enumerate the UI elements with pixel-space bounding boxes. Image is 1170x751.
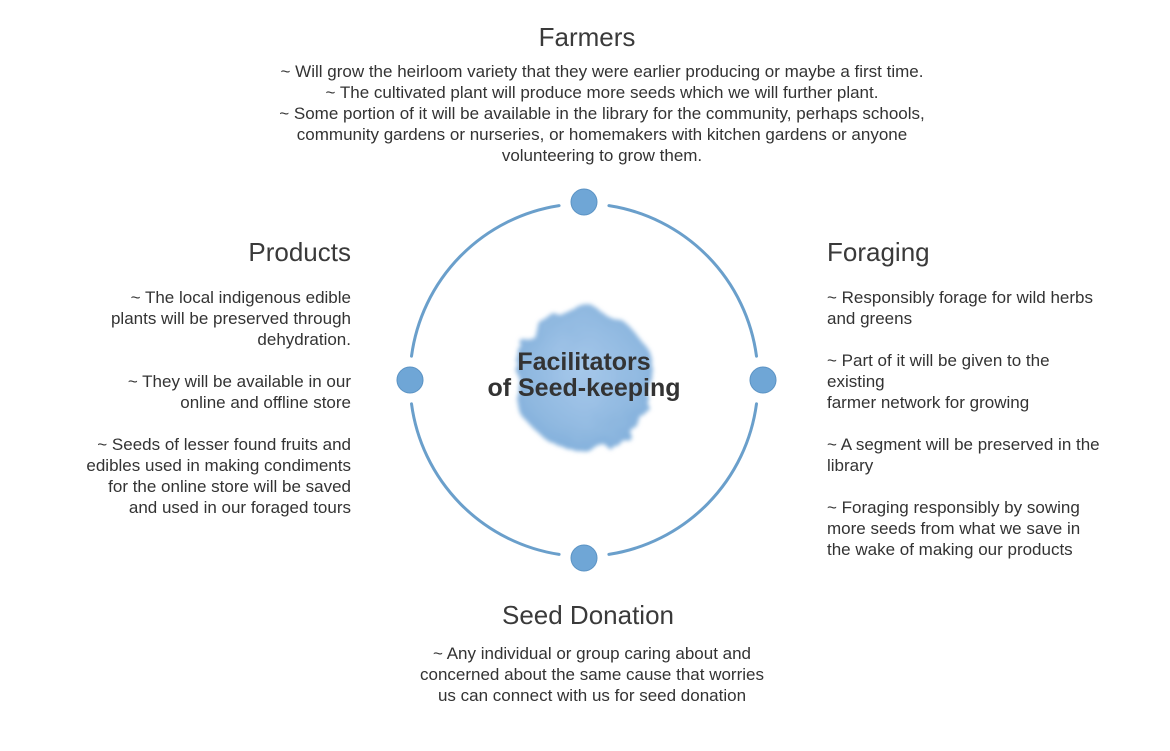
products-line: plants will be preserved through bbox=[110, 309, 351, 328]
ring-arc-top-right bbox=[607, 204, 758, 358]
foraging-paragraph: ~ Foraging responsibly by sowing more se… bbox=[827, 497, 1100, 560]
center-label: Facilitators of Seed-keeping bbox=[464, 349, 704, 401]
foraging-line: existing bbox=[827, 372, 885, 391]
farmers-description: ~ Will grow the heirloom variety that th… bbox=[0, 61, 1170, 166]
products-line: ~ They will be available in our bbox=[127, 372, 351, 391]
seed-donation-line: us can connect with us for seed donation bbox=[437, 686, 747, 705]
foraging-line: and greens bbox=[827, 309, 913, 328]
products-line: for the online store will be saved bbox=[108, 477, 351, 496]
ring-arc-bottom-right bbox=[607, 402, 758, 556]
foraging-paragraph: ~ A segment will be preserved in the lib… bbox=[827, 434, 1100, 476]
farmers-line: ~ The cultivated plant will produce more… bbox=[325, 83, 879, 102]
foraging-line: library bbox=[827, 456, 874, 475]
products-paragraph: ~ They will be available in our online a… bbox=[86, 371, 351, 413]
farmers-line: ~ Will grow the heirloom variety that th… bbox=[280, 62, 924, 81]
farmers-line: ~ Some portion of it will be available i… bbox=[279, 104, 925, 123]
cycle-ring bbox=[410, 204, 758, 556]
foraging-paragraph: ~ Responsibly forage for wild herbs and … bbox=[827, 287, 1100, 329]
products-line: dehydration. bbox=[257, 330, 351, 349]
products-description: ~ The local indigenous edible plants wil… bbox=[86, 287, 351, 518]
products-line: online and offline store bbox=[180, 393, 351, 412]
node-farmers bbox=[570, 188, 598, 216]
node-seed-donation bbox=[570, 544, 598, 572]
foraging-line: ~ Responsibly forage for wild herbs bbox=[827, 288, 1093, 307]
ring-arc-top-left bbox=[410, 204, 561, 358]
products-paragraph: ~ The local indigenous edible plants wil… bbox=[86, 287, 351, 350]
products-title: Products bbox=[248, 237, 351, 267]
foraging-description: ~ Responsibly forage for wild herbs and … bbox=[827, 287, 1100, 560]
farmers-line: community gardens or nurseries, or homem… bbox=[296, 125, 908, 144]
node-products bbox=[396, 366, 424, 394]
products-paragraph: ~ Seeds of lesser found fruits and edibl… bbox=[86, 434, 351, 518]
center-blob bbox=[516, 308, 652, 452]
center-label-line: of Seed-keeping bbox=[487, 374, 681, 402]
products-line: ~ The local indigenous edible bbox=[130, 288, 351, 307]
seed-donation-line: ~ Any individual or group caring about a… bbox=[432, 644, 752, 663]
ring-arc-bottom-left bbox=[410, 402, 561, 556]
products-line: edibles used in making condiments bbox=[86, 456, 351, 475]
foraging-paragraph: ~ Part of it will be given to the existi… bbox=[827, 350, 1100, 413]
foraging-line: the wake of making our products bbox=[827, 540, 1073, 559]
node-foraging bbox=[749, 366, 777, 394]
foraging-line: farmer network for growing bbox=[827, 393, 1030, 412]
foraging-line: ~ Part of it will be given to the bbox=[827, 351, 1050, 370]
center-label-line: Facilitators bbox=[517, 348, 651, 376]
foraging-line: ~ A segment will be preserved in the bbox=[827, 435, 1100, 454]
farmers-line: volunteering to grow them. bbox=[501, 146, 703, 165]
seed-donation-description: ~ Any individual or group caring about a… bbox=[0, 643, 1170, 706]
products-line: ~ Seeds of lesser found fruits and bbox=[97, 435, 351, 454]
farmers-title: Farmers bbox=[538, 22, 636, 52]
seed-donation-line: concerned about the same cause that worr… bbox=[420, 665, 764, 684]
foraging-line: more seeds from what we save in bbox=[827, 519, 1081, 538]
foraging-line: ~ Foraging responsibly by sowing bbox=[827, 498, 1080, 517]
products-line: and used in our foraged tours bbox=[128, 498, 351, 517]
foraging-title: Foraging bbox=[827, 237, 930, 267]
seed-donation-title: Seed Donation bbox=[501, 600, 675, 630]
